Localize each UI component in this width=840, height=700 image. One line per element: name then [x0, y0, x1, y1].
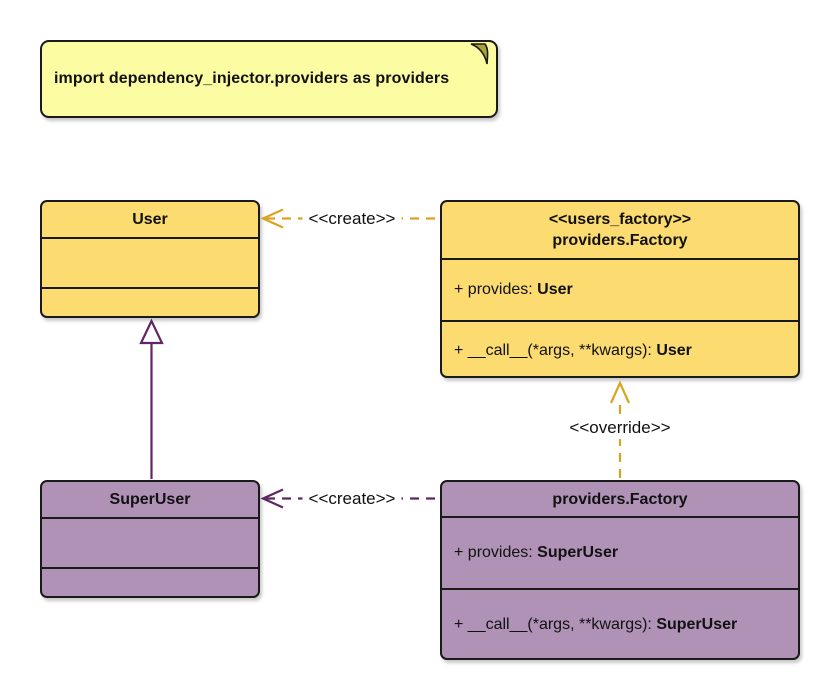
class-user: User: [40, 200, 260, 318]
method-type: SuperUser: [656, 616, 738, 633]
edge-override-label: <<override>>: [563, 417, 677, 439]
note-fold-icon: [470, 43, 489, 65]
class-superuser-factory: providers.Factory + provides: SuperUser …: [440, 480, 800, 660]
edge-override-arrowhead: [609, 380, 631, 404]
class-user-methods: [42, 287, 258, 316]
edge-create-user-arrowhead: [260, 208, 284, 229]
method-text: + __call__(*args, **kwargs):: [454, 616, 657, 633]
edge-create-user-label: <<create>>: [302, 208, 402, 230]
class-users-factory-stereotype: <<users_factory>>: [548, 211, 692, 228]
class-users-factory-attribute: + provides: User: [442, 258, 798, 320]
class-superuser-methods: [42, 567, 258, 596]
method-type: User: [656, 342, 692, 359]
class-users-factory-title: <<users_factory>> providers.Factory: [442, 202, 798, 258]
import-note-text: import dependency_injector.providers as …: [54, 70, 450, 87]
attribute-text: + provides:: [454, 281, 538, 298]
class-superuser: SuperUser: [40, 480, 260, 598]
class-superuser-attributes: [42, 517, 258, 567]
import-note: import dependency_injector.providers as …: [40, 40, 498, 118]
class-user-attributes: [42, 237, 258, 287]
attribute-type: SuperUser: [537, 544, 619, 561]
class-user-title: User: [132, 211, 168, 228]
class-users-factory-name: providers.Factory: [552, 232, 688, 249]
attribute-type: User: [537, 281, 573, 298]
class-superuser-title: SuperUser: [109, 491, 191, 508]
note-fold-shape: [470, 43, 489, 65]
attribute-text: + provides:: [454, 544, 538, 561]
edge-create-superuser-label: <<create>>: [302, 488, 402, 510]
class-superuser-factory-method: + __call__(*args, **kwargs): SuperUser: [442, 588, 798, 658]
edge-inheritance-triangle: [139, 318, 164, 345]
class-superuser-factory-name: providers.Factory: [552, 490, 688, 508]
class-users-factory: <<users_factory>> providers.Factory + pr…: [440, 200, 800, 378]
method-text: + __call__(*args, **kwargs):: [454, 342, 657, 359]
class-superuser-factory-attribute: + provides: SuperUser: [442, 516, 798, 588]
class-users-factory-method: + __call__(*args, **kwargs): User: [442, 320, 798, 376]
edge-create-superuser-arrowhead: [260, 488, 284, 509]
